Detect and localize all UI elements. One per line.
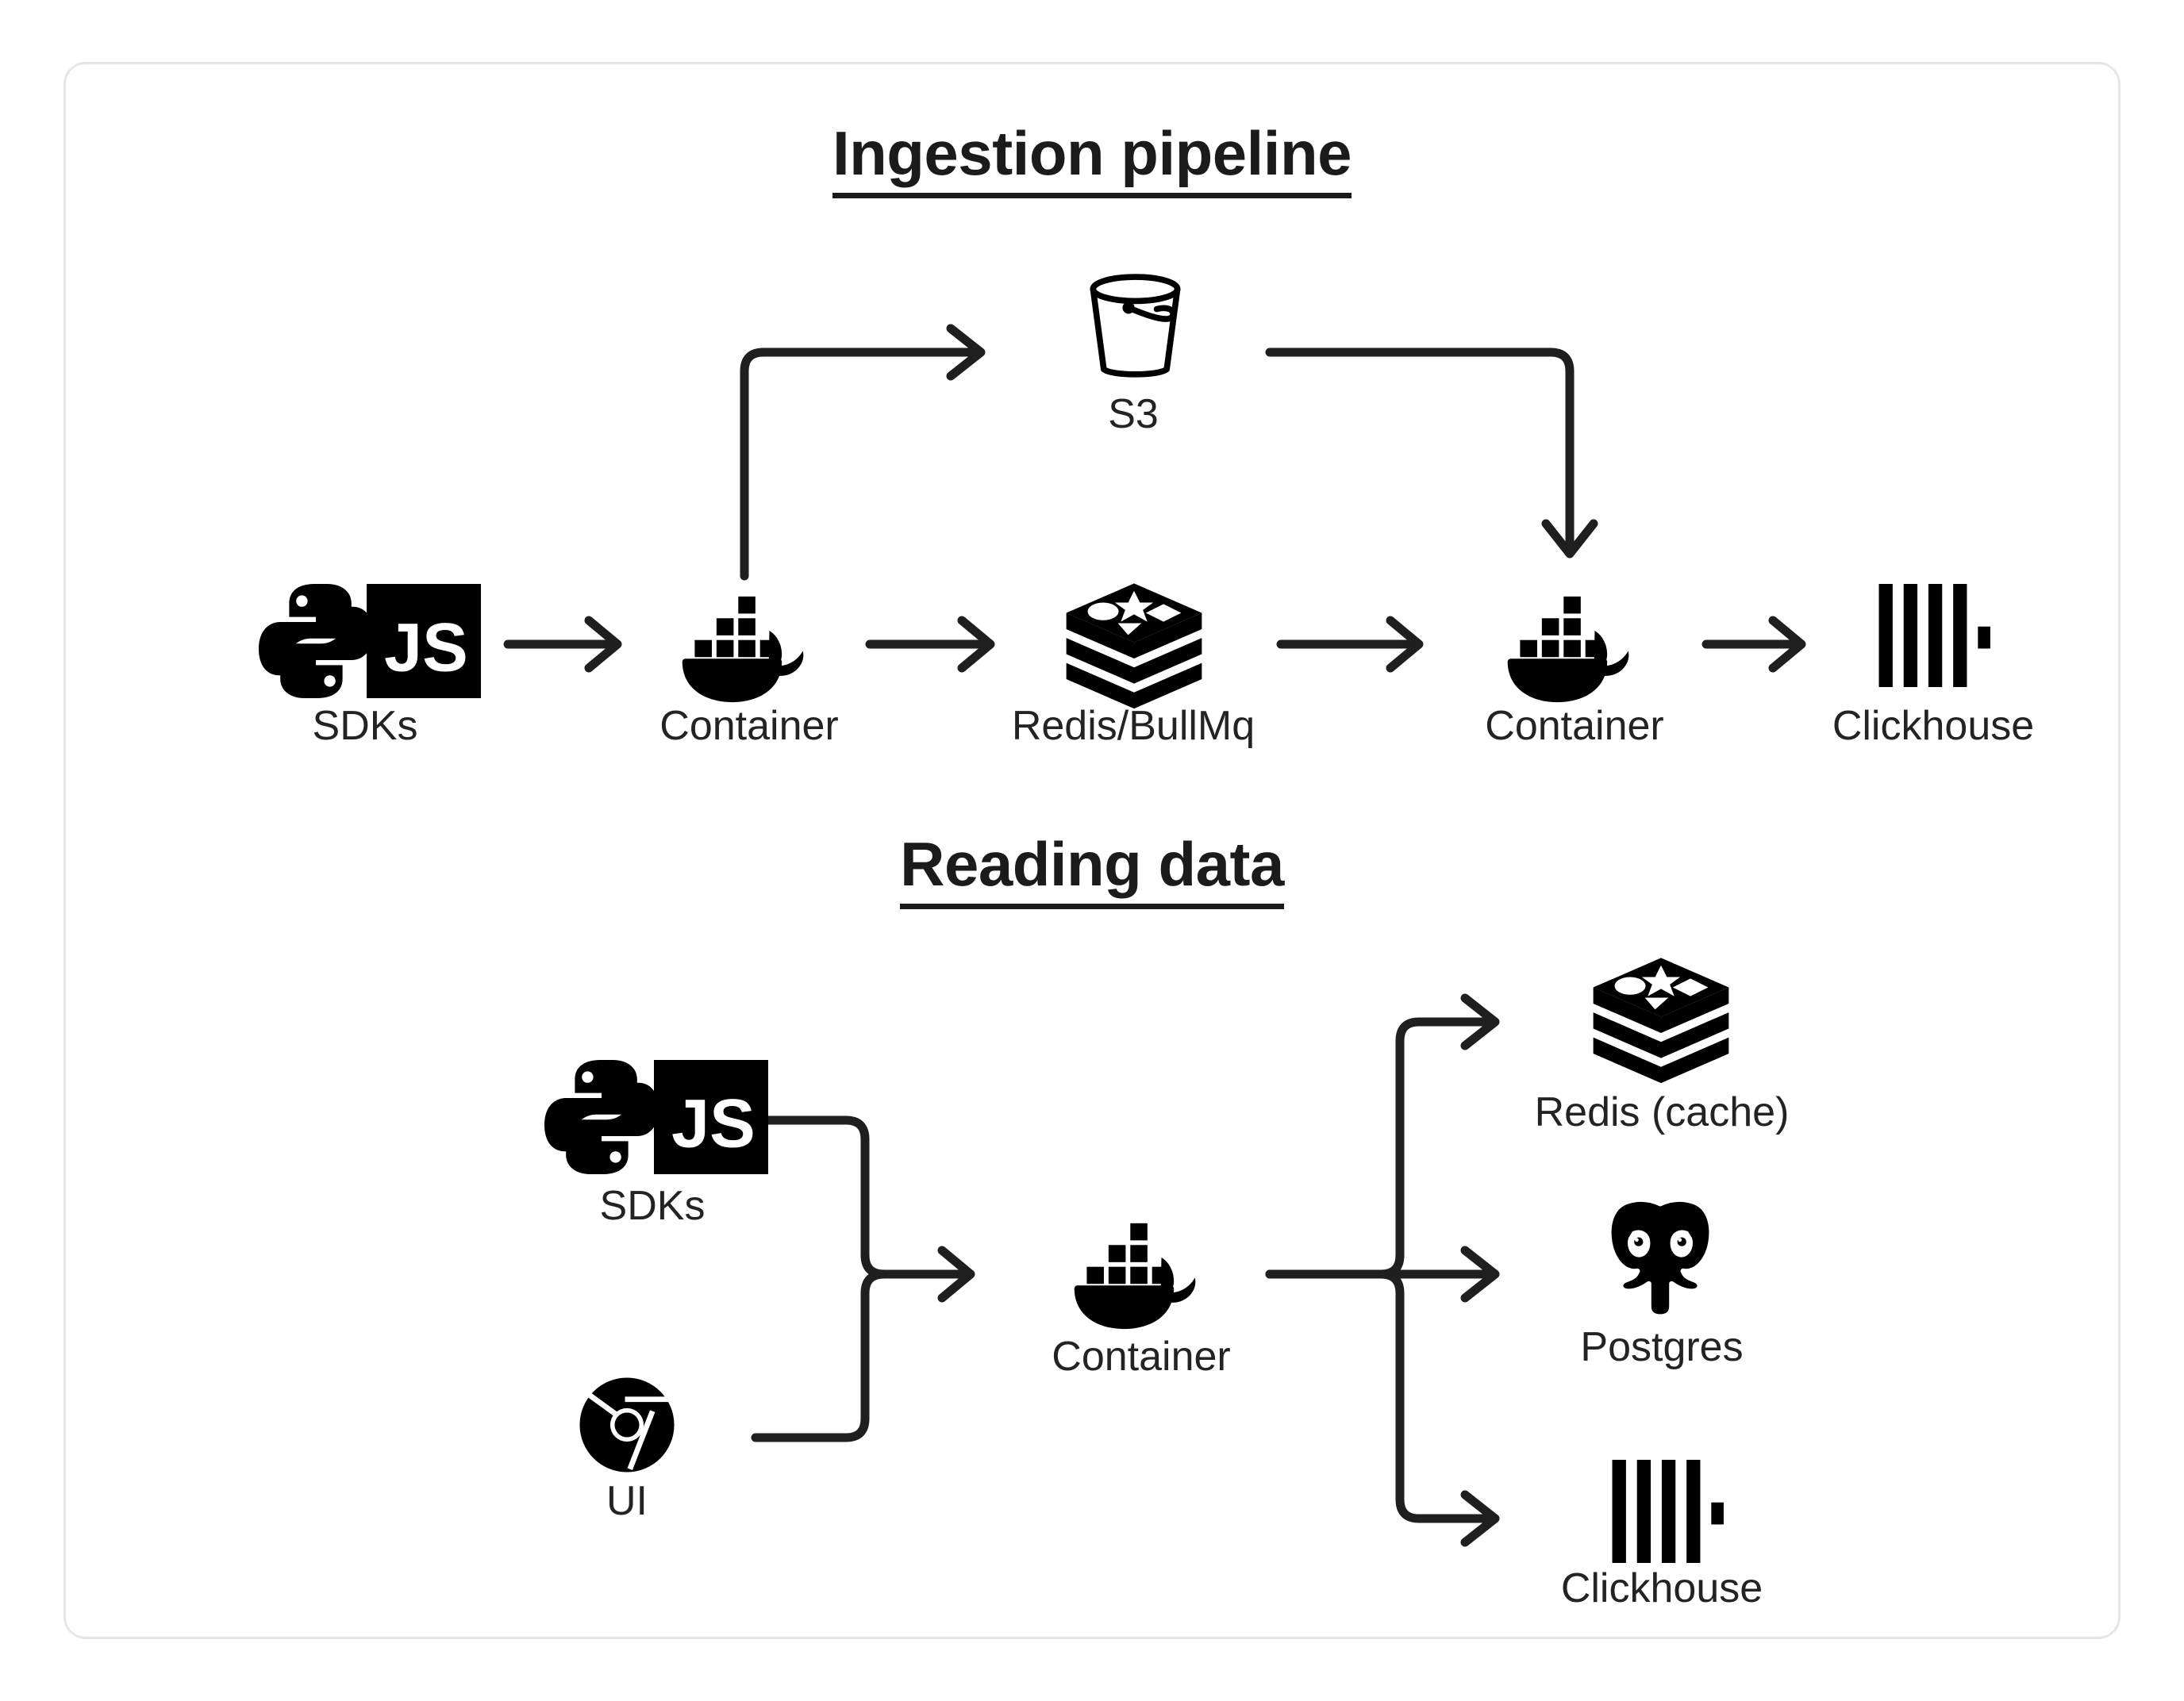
postgres-elephant-icon: [1609, 1200, 1711, 1317]
python-icon: [544, 1060, 659, 1174]
label-ui: UI: [606, 1478, 648, 1524]
label-redis-cache: Redis (cache): [1534, 1089, 1790, 1135]
edge-ui-to-container: [751, 1269, 969, 1442]
js-icon: [654, 1060, 768, 1174]
edge-container1-to-redis: [865, 616, 995, 673]
python-icon: [259, 584, 373, 698]
edge-redis-to-container2: [1276, 616, 1424, 673]
edge-s3-to-container2: [1265, 347, 1598, 559]
edge-container2-to-clickhouse: [1701, 616, 1806, 673]
ingestion-section: [259, 277, 1990, 709]
reading-edges: [751, 993, 1500, 1547]
reading-section: [544, 958, 1729, 1563]
docker-whale-icon: [1507, 596, 1629, 703]
label-postgres: Postgres: [1580, 1324, 1744, 1370]
section-title-reading: Reading data: [0, 828, 2184, 909]
edge-container-to-clickhouse: [1265, 1269, 1500, 1547]
clickhouse-bars-icon: [1878, 584, 1990, 687]
edge-container-to-redis: [1265, 993, 1500, 1279]
docker-whale-icon: [1074, 1223, 1196, 1330]
merge-arrowhead: [937, 1246, 975, 1303]
redis-stack-icon: [1593, 958, 1729, 1084]
docker-whale-icon: [682, 596, 804, 703]
label-container-reading: Container: [1052, 1334, 1231, 1380]
label-sdks-ingestion: SDKs: [312, 703, 418, 749]
clickhouse-bars-icon: [1612, 1460, 1724, 1563]
label-clickhouse-ingestion: Clickhouse: [1832, 703, 2035, 749]
chrome-icon: [579, 1377, 674, 1472]
label-clickhouse-reading: Clickhouse: [1560, 1565, 1763, 1611]
label-container-ingestion-1: Container: [659, 703, 839, 749]
edge-sdks-to-container: [757, 1115, 969, 1279]
label-redis-bullmq: Redis/BullMq: [1011, 703, 1255, 749]
label-s3: S3: [1108, 391, 1159, 437]
reading-nodes: [544, 958, 1729, 1563]
section-title-reading-text: Reading data: [900, 828, 1284, 909]
redis-stack-icon: [1066, 583, 1202, 709]
s3-bucket-icon: [1093, 277, 1177, 374]
label-container-ingestion-2: Container: [1485, 703, 1664, 749]
js-icon: [367, 584, 481, 698]
diagram-card: [63, 62, 2121, 1639]
ingestion-edges: [503, 324, 1806, 673]
section-title-ingestion-text: Ingestion pipeline: [832, 117, 1352, 198]
edge-sdks-to-container1: [503, 616, 622, 673]
label-sdks-reading: SDKs: [599, 1183, 706, 1229]
section-title-ingestion: Ingestion pipeline: [0, 117, 2184, 198]
edge-container1-to-s3: [740, 324, 986, 581]
